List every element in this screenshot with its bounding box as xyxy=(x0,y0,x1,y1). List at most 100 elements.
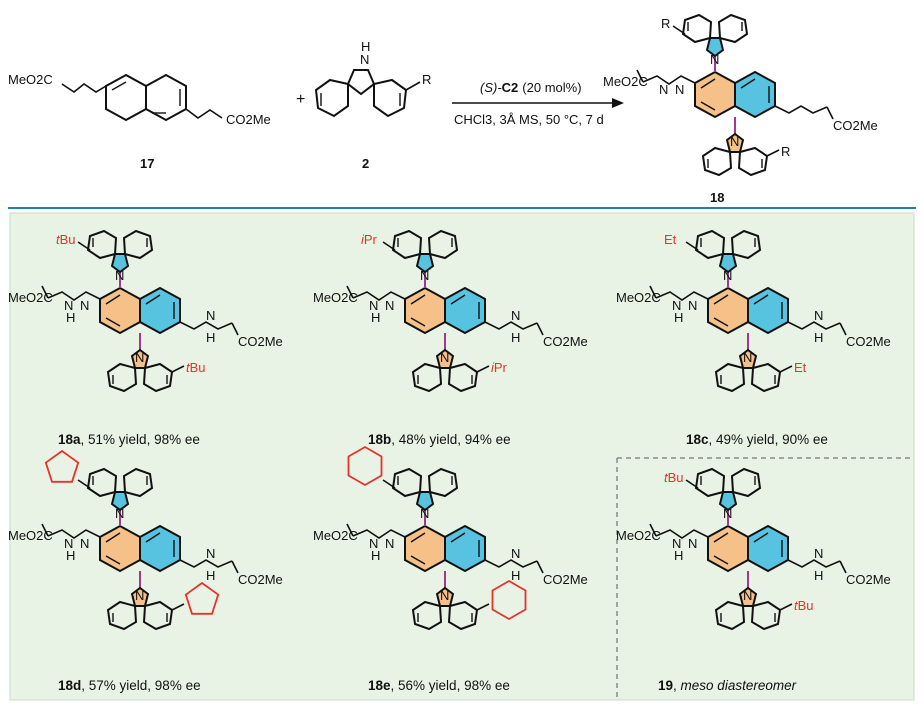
h-label: H xyxy=(66,548,75,563)
carbazole-n-label: N xyxy=(420,268,429,283)
nh-label: N xyxy=(672,536,681,551)
note: meso diastereomer xyxy=(681,678,797,693)
carbazole-n-label: N xyxy=(360,52,369,67)
reactant-17-number: 17 xyxy=(140,156,154,171)
reactant-17-structure: MeO2C CO2Me xyxy=(8,72,271,127)
left-ester-label: MeO2C xyxy=(313,290,358,305)
nh-label: N xyxy=(511,546,520,561)
carbazole-n-label: N xyxy=(135,350,144,365)
left-ester-label: MeO2C xyxy=(8,72,53,87)
nh-label: N xyxy=(672,298,681,313)
h-label: H xyxy=(814,568,823,583)
compound-number: 18d xyxy=(58,678,81,693)
nh-label: N xyxy=(688,536,697,551)
h-label: H xyxy=(511,568,520,583)
substituent-top: Et xyxy=(664,232,677,247)
nh-label: N xyxy=(688,298,697,313)
right-ester-label: CO2Me xyxy=(238,572,283,587)
nh-label: N xyxy=(64,536,73,551)
yield-ee: , 56% yield, 98% ee xyxy=(391,678,510,693)
cyclohexyl-top-icon xyxy=(347,445,383,487)
svg-text:N: N xyxy=(710,52,719,67)
left-ester-label: MeO2C xyxy=(8,528,53,543)
carbazole-n-label: N xyxy=(723,506,732,521)
carbazole-h-label: H xyxy=(361,39,370,54)
top-reaction-scheme: MeO2C CO2Me 17 + N H R 2 xyxy=(8,14,878,205)
nh-label: N xyxy=(814,546,823,561)
product-18-structure: MeO2C N N CO2Me N N R R xyxy=(603,14,878,176)
cyclopentyl-bottom-icon xyxy=(184,581,220,615)
nh-label: N xyxy=(814,308,823,323)
product-caption-18d: 18d, 57% yield, 98% ee xyxy=(58,678,201,693)
carbazole-n-label: N xyxy=(440,350,449,365)
compound-number: 18a xyxy=(58,432,81,447)
plus-sign: + xyxy=(296,91,305,108)
products-panel xyxy=(9,212,915,701)
h-label: H xyxy=(66,310,75,325)
nh-label: N xyxy=(80,298,89,313)
carbazole-r-label: R xyxy=(422,72,431,87)
carbazole-n-label: N xyxy=(115,506,124,521)
reaction-arrow: (S)-C2(20 mol%) CHCl3, 3Å MS, 50 °C, 7 d xyxy=(452,80,624,127)
right-ester-label: CO2Me xyxy=(846,572,891,587)
cyclohexyl-bottom-icon xyxy=(491,579,527,621)
substituent-bottom: tBu xyxy=(186,360,206,375)
h-label: H xyxy=(206,330,215,345)
h-label: H xyxy=(511,330,520,345)
right-ester-label: CO2Me xyxy=(846,334,891,349)
right-ester-label: CO2Me xyxy=(543,334,588,349)
left-ester-label: MeO2C xyxy=(616,528,661,543)
product-caption-18c: 18c, 49% yield, 90% ee xyxy=(686,432,828,447)
compound-number: 18c xyxy=(686,432,709,447)
h-label: H xyxy=(371,310,380,325)
reactant-2-structure: N H R xyxy=(314,39,431,118)
reactant-2-number: 2 xyxy=(362,156,369,171)
nh-label: N xyxy=(64,298,73,313)
conditions-label: CHCl3, 3Å MS, 50 °C, 7 d xyxy=(454,112,604,127)
carbazole-n-label: N xyxy=(440,588,449,603)
nh-label: N xyxy=(206,546,215,561)
product-18-number: 18 xyxy=(710,190,724,205)
carbazole-n-label: N xyxy=(743,350,752,365)
svg-text:MeO2C: MeO2C xyxy=(603,74,648,89)
catalyst-label: (S)-C2(20 mol%) xyxy=(480,80,582,95)
product-caption-18b: 18b, 48% yield, 94% ee xyxy=(368,432,511,447)
product-caption-18e: 18e, 56% yield, 98% ee xyxy=(368,678,510,693)
product-caption-19: 19, meso diastereomer xyxy=(658,678,797,693)
carbazole-n-label: N xyxy=(723,268,732,283)
compound-number: 18b xyxy=(368,432,391,447)
substituent-top: tBu xyxy=(664,470,684,485)
nh-label: N xyxy=(80,536,89,551)
compound-number: 18e xyxy=(368,678,391,693)
yield-ee: , 48% yield, 94% ee xyxy=(391,432,510,447)
carbazole-n-label: N xyxy=(135,588,144,603)
nh-label: N xyxy=(206,308,215,323)
substituent-bottom: tBu xyxy=(794,598,814,613)
yield-ee: , 49% yield, 90% ee xyxy=(709,432,828,447)
substituent-bottom: iPr xyxy=(491,360,508,375)
svg-text:N: N xyxy=(659,82,668,97)
right-ester-label: CO2Me xyxy=(543,572,588,587)
substituent-top: iPr xyxy=(361,232,378,247)
h-label: H xyxy=(674,310,683,325)
right-ester-label: CO2Me xyxy=(238,334,283,349)
right-ester-label: CO2Me xyxy=(226,112,271,127)
nh-label: N xyxy=(385,298,394,313)
yield-ee: , 51% yield, 98% ee xyxy=(81,432,200,447)
carbazole-n-label: N xyxy=(743,588,752,603)
h-label: H xyxy=(814,330,823,345)
yield-ee: , 57% yield, 98% ee xyxy=(81,678,200,693)
svg-text:N: N xyxy=(675,82,684,97)
nh-label: N xyxy=(385,536,394,551)
substituent-bottom: Et xyxy=(794,360,807,375)
carbazole-n-label: N xyxy=(115,268,124,283)
product-18-r-top: R xyxy=(661,16,670,31)
nh-label: N xyxy=(369,298,378,313)
left-ester-label: MeO2C xyxy=(8,290,53,305)
